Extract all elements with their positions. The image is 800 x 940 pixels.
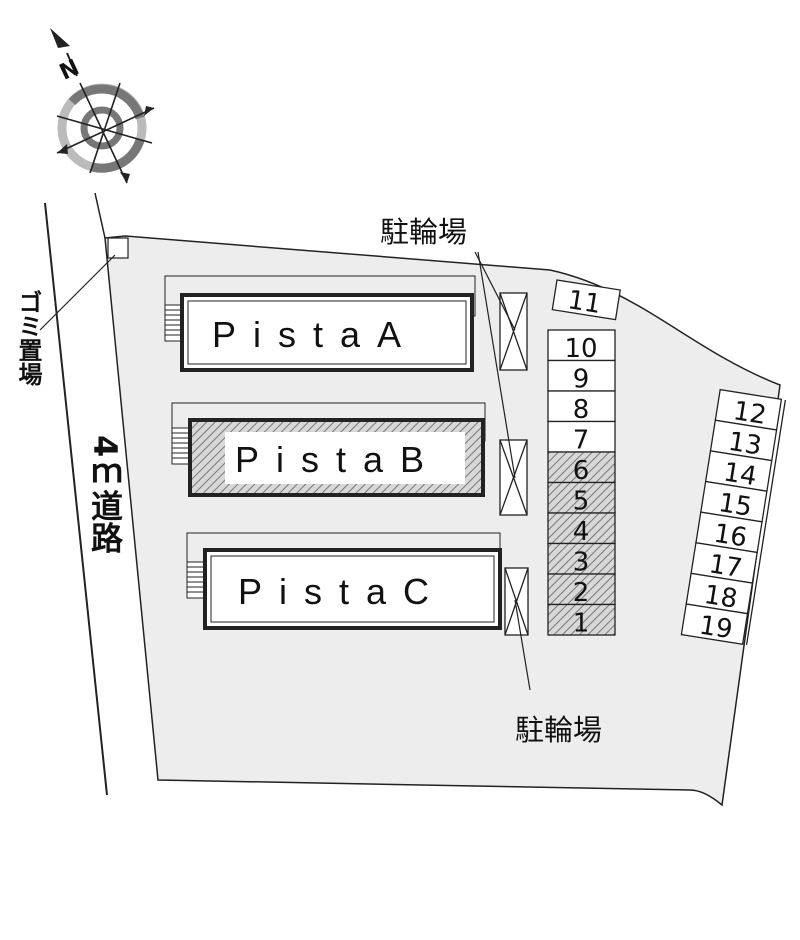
compass-icon: N xyxy=(50,28,155,184)
parking-slot: 13 xyxy=(709,419,778,462)
parking-slot: 10 xyxy=(547,329,616,364)
building-pista-b: PistaB xyxy=(171,402,486,497)
road-label: 4ｍ道路 xyxy=(86,435,124,553)
building-label: PistaA xyxy=(212,314,418,355)
bicycle-parking-label-top: 駐輪場 xyxy=(380,215,467,249)
stairs-icon xyxy=(164,304,183,342)
parking-slot: 11 xyxy=(551,279,621,321)
bicycle-parking-box xyxy=(499,439,528,516)
parking-edge-line xyxy=(745,399,787,646)
bicycle-parking-box xyxy=(499,292,528,371)
building-pista-a: PistaA xyxy=(164,275,476,372)
parking-slot-number: 3 xyxy=(573,548,590,578)
parking-slot-number: 6 xyxy=(573,456,590,486)
parking-slot-number: 19 xyxy=(697,611,734,646)
parking-slot-number: 1 xyxy=(573,609,590,639)
parking-slot-number: 11 xyxy=(566,285,603,320)
parking-slot: 7 xyxy=(547,420,616,456)
parking-slot-number: 9 xyxy=(573,365,590,395)
parking-slot-number: 10 xyxy=(564,334,597,364)
garbage-area-label: ゴミ置場 xyxy=(14,289,42,387)
parking-slot: 12 xyxy=(714,388,783,431)
bicycle-parking-label-bottom: 駐輪場 xyxy=(515,713,602,747)
parking-slot: 9 xyxy=(547,359,616,395)
parking-slot: 5 xyxy=(547,481,616,517)
stairs-icon xyxy=(171,427,191,465)
parking-slot-number: 8 xyxy=(573,395,590,425)
parking-slot-number: 7 xyxy=(573,426,590,456)
parking-slot: 4 xyxy=(547,512,616,547)
parking-slot: 3 xyxy=(547,542,616,578)
parking-slot: 6 xyxy=(547,451,616,486)
pointer-line xyxy=(514,599,531,691)
pointer-line xyxy=(477,251,516,479)
pointer-line xyxy=(474,251,516,331)
garbage-area-box xyxy=(107,237,129,259)
parking-slot: 1 xyxy=(547,603,616,639)
north-label: N xyxy=(56,55,83,85)
building-pista-c: PistaC xyxy=(186,532,502,630)
parking-slot: 19 xyxy=(680,603,749,646)
parking-slot-number: 2 xyxy=(573,578,590,608)
parking-slot-number: 4 xyxy=(573,517,590,547)
building-label: PistaC xyxy=(238,571,446,612)
bicycle-parking-box xyxy=(504,567,529,636)
building-label: PistaB xyxy=(235,439,441,480)
garbage-pointer-line xyxy=(39,254,116,331)
stairs-icon xyxy=(186,561,206,599)
road-edge-right xyxy=(94,192,106,239)
road-edge-left xyxy=(44,202,108,796)
parking-slot: 2 xyxy=(547,573,616,608)
parking-slot-number: 5 xyxy=(573,487,590,517)
parking-slot: 8 xyxy=(547,390,616,425)
